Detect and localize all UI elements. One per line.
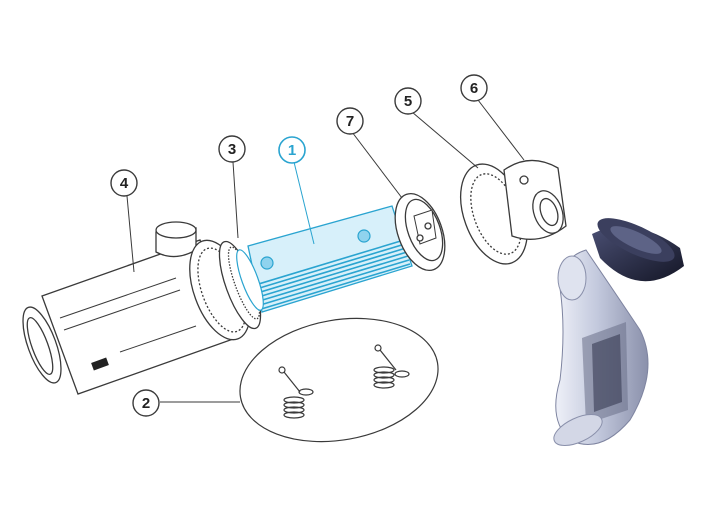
hardware-kit-part-2	[239, 317, 439, 443]
callout-label-4: 4	[120, 175, 129, 192]
callout-label-3: 3	[228, 141, 236, 158]
callout-label-6: 6	[470, 80, 478, 97]
callout-6: 6	[460, 74, 488, 102]
callout-3: 3	[218, 135, 246, 163]
product-photo-cell	[553, 218, 684, 446]
callout-label-2: 2	[142, 395, 150, 412]
end-cap-part-6	[503, 159, 567, 240]
callout-label-1: 1	[288, 142, 296, 159]
callout-1: 1	[278, 136, 306, 164]
callout-label-5: 5	[404, 93, 412, 110]
leader-lines	[126, 99, 525, 403]
callout-2: 2	[132, 389, 160, 417]
housing-part-4	[22, 221, 251, 395]
callout-label-7: 7	[346, 113, 354, 130]
electrode-cell-part-1	[236, 205, 413, 313]
callout-7: 7	[336, 107, 364, 135]
cell-cap-part-7	[394, 193, 446, 271]
callout-5: 5	[394, 87, 422, 115]
callout-4: 4	[110, 169, 138, 197]
